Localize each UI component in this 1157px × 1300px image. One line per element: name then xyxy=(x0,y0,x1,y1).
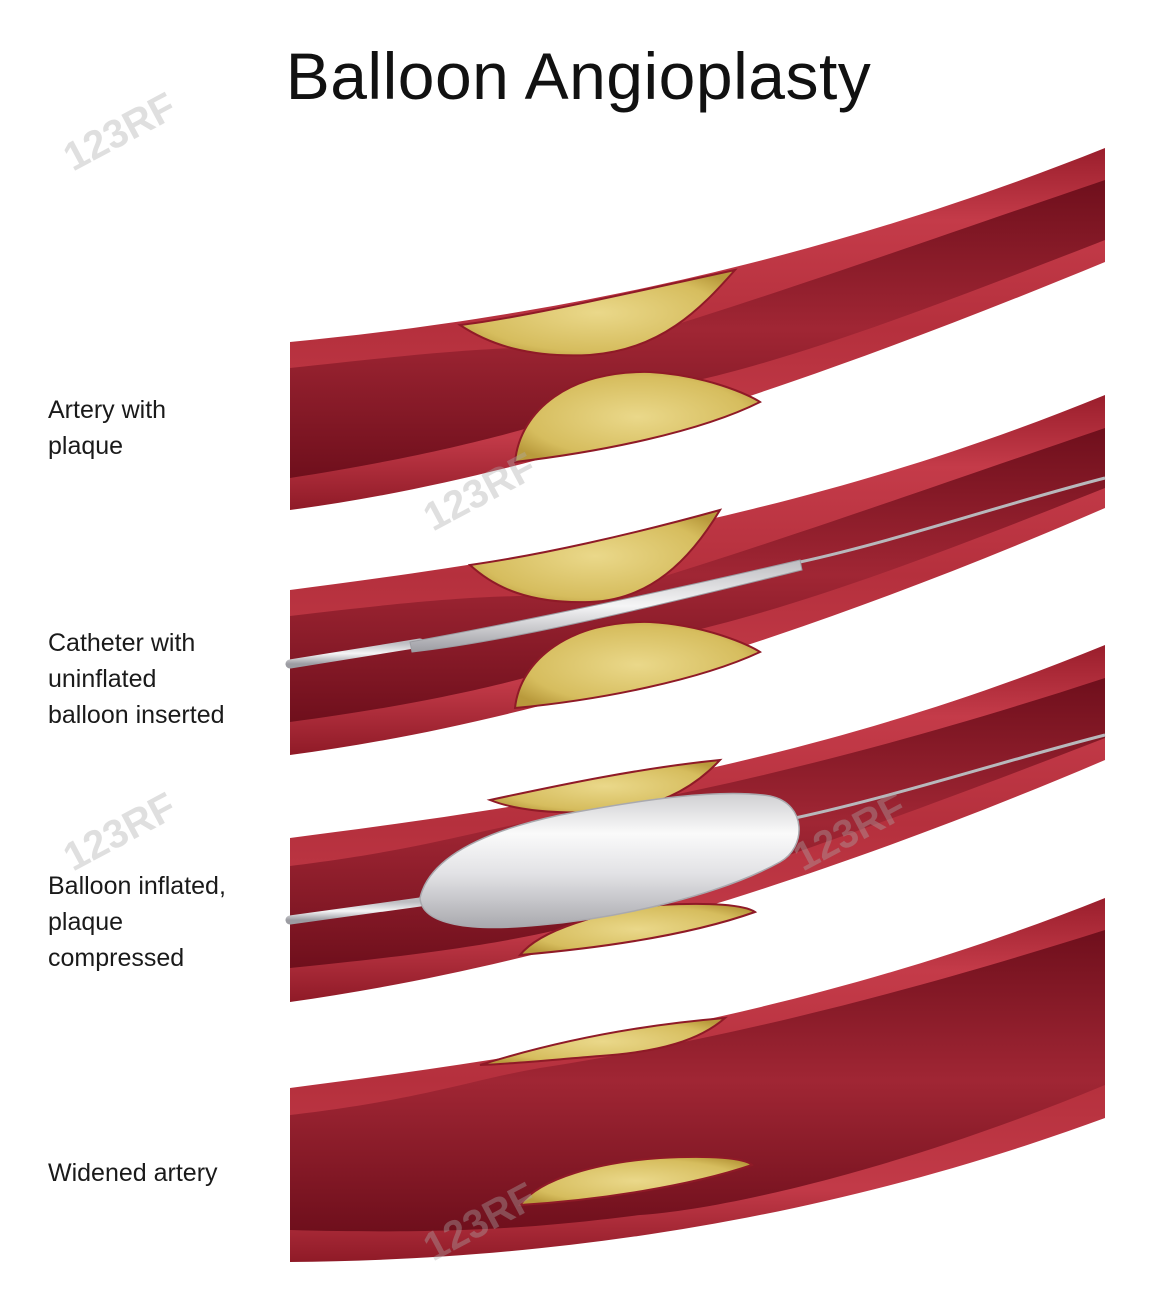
plaque-lower xyxy=(513,620,762,710)
artery-stage-4 xyxy=(290,898,1105,1262)
stage-label-line: compressed xyxy=(48,944,185,972)
plaque-lower xyxy=(517,1155,754,1207)
stage-label-line: balloon inserted xyxy=(48,701,225,729)
stage-label-line: plaque xyxy=(48,432,124,460)
stage-label-line: Artery with xyxy=(48,396,167,424)
artery-stage-2 xyxy=(285,395,1106,755)
inflated-balloon xyxy=(419,792,800,929)
artery-lumen xyxy=(290,930,1105,1232)
plaque-lower xyxy=(513,370,762,464)
stage-label-balloon-inflated: Balloon inflated, plaque compressed xyxy=(48,868,226,976)
guide-wire xyxy=(799,476,1106,564)
plaque-upper xyxy=(457,268,738,357)
stage-label-line: uninflated xyxy=(48,665,157,693)
stage-label-catheter-inserted: Catheter with uninflated balloon inserte… xyxy=(48,625,225,733)
catheter-shaft xyxy=(285,638,425,669)
artery-stage-3 xyxy=(285,645,1106,1002)
stage-label-line: Widened artery xyxy=(48,1159,218,1187)
plaque-upper xyxy=(479,1016,728,1066)
stage-label-line: Balloon inflated, xyxy=(48,872,226,900)
plaque-upper xyxy=(486,758,723,814)
guide-wire xyxy=(794,733,1106,820)
plaque-lower xyxy=(517,902,758,957)
stage-label-artery-with-plaque: Artery with plaque xyxy=(48,392,166,464)
artery-lumen xyxy=(290,180,1105,478)
plaque-upper xyxy=(467,508,723,604)
uninflated-balloon xyxy=(409,559,803,653)
stage-label-line: plaque xyxy=(48,908,124,936)
artery-lumen xyxy=(290,428,1105,722)
page-title: Balloon Angioplasty xyxy=(285,39,872,113)
catheter-shaft xyxy=(285,897,425,925)
stage-label-widened-artery: Widened artery xyxy=(48,1155,218,1191)
artery-stage-1 xyxy=(290,148,1105,510)
stage-label-line: Catheter with xyxy=(48,629,196,657)
